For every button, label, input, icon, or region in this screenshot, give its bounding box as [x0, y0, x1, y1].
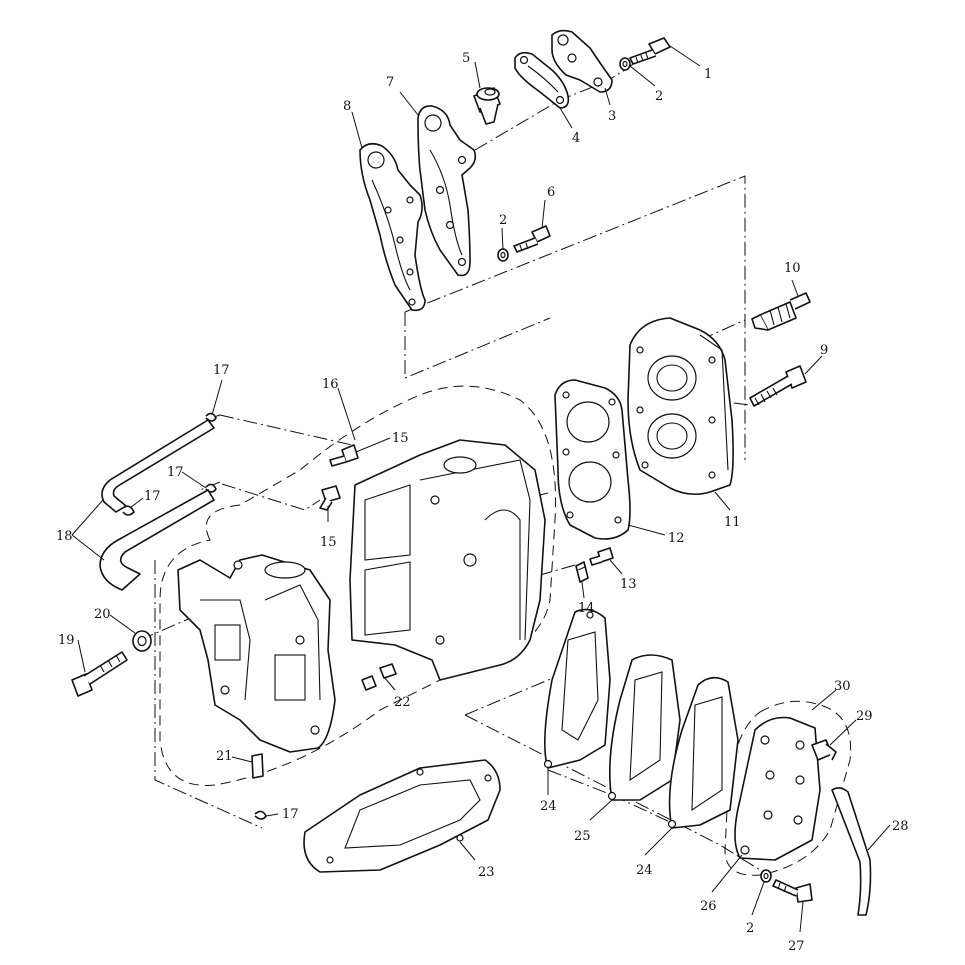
part-17-clamps	[122, 412, 267, 820]
part-2-washer-lower	[760, 869, 772, 883]
part-4-gasket	[514, 51, 570, 109]
part-24-gasket-b	[667, 676, 739, 829]
callout-29: 29	[856, 709, 873, 724]
callout-22: 22	[394, 695, 411, 710]
callout-16: 16	[322, 377, 339, 392]
part-27-bolt	[772, 879, 813, 903]
callout-9: 9	[820, 343, 828, 358]
leader-lines	[71, 45, 891, 933]
callout-20: 20	[94, 607, 111, 622]
part-12-head-gasket	[554, 379, 631, 540]
part-9-stud	[749, 365, 807, 407]
callout-5: 5	[462, 51, 470, 66]
callout-2: 2	[655, 89, 663, 104]
part-3-bracket	[551, 29, 613, 93]
crankcase-lower	[177, 554, 336, 753]
cylinder-block	[349, 439, 546, 681]
callout-19: 19	[58, 633, 75, 648]
callout-3: 3	[608, 109, 616, 124]
callout-6: 6	[547, 185, 555, 200]
part-15-fitting-upper	[329, 444, 359, 467]
cover-group-outline	[724, 700, 852, 876]
callout-17-b: 17	[167, 465, 184, 480]
callout-28: 28	[892, 819, 909, 834]
part-14-clip	[575, 561, 589, 583]
part-24-gasket-a	[543, 608, 611, 769]
callout-1: 1	[704, 67, 712, 82]
callout-21: 21	[216, 749, 233, 764]
callout-10: 10	[784, 261, 801, 276]
callout-26: 26	[700, 899, 717, 914]
callout-24-a: 24	[540, 799, 557, 814]
part-28-hose	[831, 787, 872, 916]
part-26-outer-cover	[734, 716, 821, 861]
callout-2-mid: 2	[499, 213, 507, 228]
part-19-bolt	[71, 651, 128, 697]
callout-25: 25	[574, 829, 591, 844]
callout-4: 4	[572, 131, 580, 146]
part-20-washer	[132, 630, 152, 652]
callout-17-a: 17	[213, 363, 230, 378]
crankcase-group-outline	[159, 385, 557, 786]
callout-2-lower: 2	[746, 921, 754, 936]
part-15-fitting-lower	[319, 485, 341, 511]
part-23-base-gasket	[303, 759, 501, 873]
callout-14: 14	[578, 601, 595, 616]
part-22-dowels	[361, 663, 397, 691]
part-5-fitting	[473, 87, 501, 125]
part-29-elbow-fitting	[811, 739, 837, 761]
part-25-exhaust-cover	[607, 654, 681, 801]
callout-labels: 1 2 3 4 5 6 2 7 8 10 9 11 12 13 14 15 15…	[56, 51, 909, 954]
callout-11: 11	[724, 515, 741, 530]
callout-17-d: 17	[282, 807, 299, 822]
callout-8: 8	[343, 99, 351, 114]
part-8-gasket	[359, 142, 426, 312]
part-6-bolt	[513, 225, 551, 253]
callout-30: 30	[834, 679, 851, 694]
part-1-bolt	[629, 37, 671, 65]
callout-17-c: 17	[144, 489, 161, 504]
callout-15-upper: 15	[392, 431, 409, 446]
part-18-hoses	[99, 419, 215, 591]
callout-12: 12	[668, 531, 685, 546]
callout-7: 7	[386, 75, 394, 90]
callout-18: 18	[56, 529, 73, 544]
callout-13: 13	[620, 577, 637, 592]
part-21-pin	[251, 753, 264, 779]
part-2-washer-mid	[497, 248, 509, 262]
callout-15-lower: 15	[320, 535, 337, 550]
part-11-cylinder-head	[627, 317, 734, 496]
callout-24-b: 24	[636, 863, 653, 878]
part-13-screw	[589, 547, 614, 566]
callout-27: 27	[788, 939, 805, 954]
part-10-spark-plug	[751, 292, 811, 331]
part-2-washer-top	[619, 57, 631, 71]
part-7-cover	[417, 105, 477, 277]
callout-23: 23	[478, 865, 495, 880]
